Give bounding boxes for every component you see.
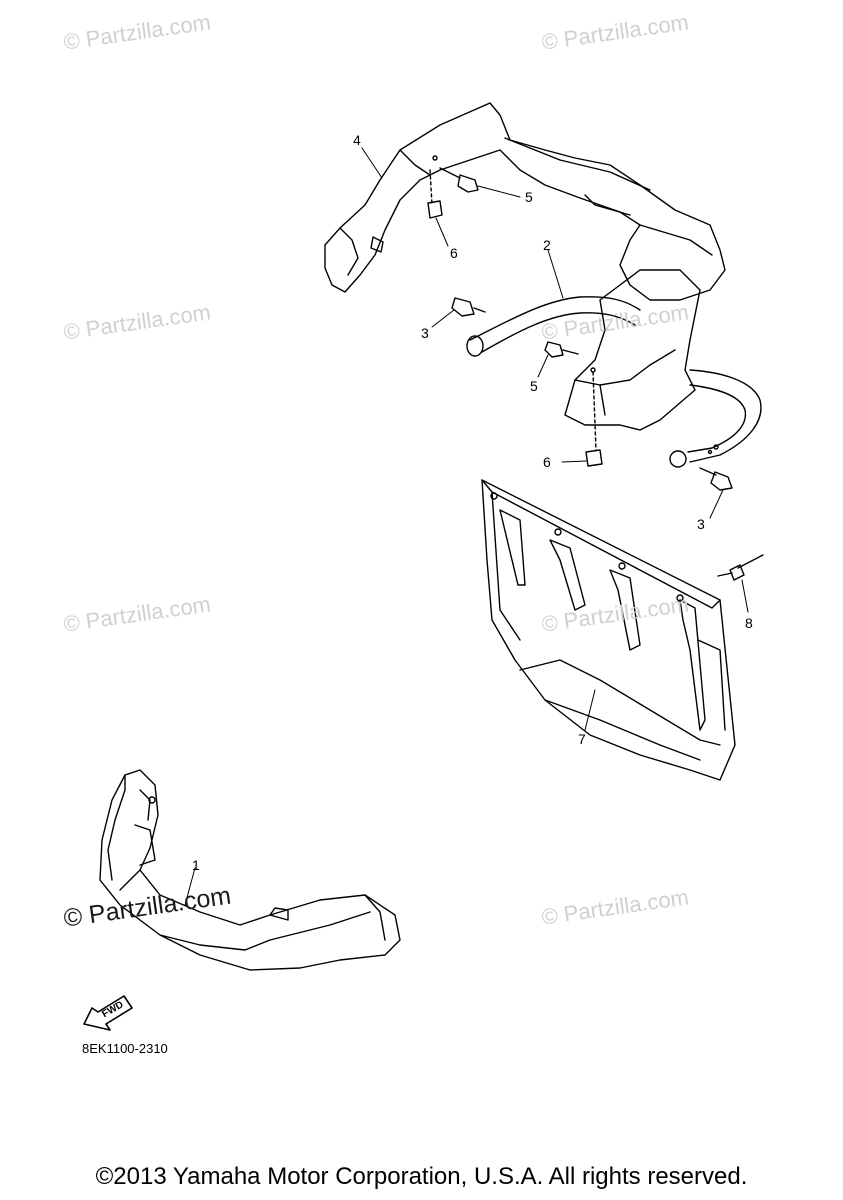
part-4-center-fairing: [564, 269, 701, 451]
diagram-code: 8EK1100-2310: [82, 1041, 168, 1056]
callout-8: 8: [745, 615, 753, 631]
callout-1: 1: [192, 857, 200, 873]
part-1-grab-bar: [99, 769, 401, 971]
fwd-arrow-icon: FWD: [83, 995, 133, 1031]
part-5-bolt-upper: [439, 167, 521, 198]
callout-6: 6: [450, 245, 458, 261]
part-2-tube-bar: [466, 249, 762, 468]
callout-2: 2: [543, 237, 551, 253]
part-4-front-guard: [324, 102, 726, 301]
part-3-bolt-left: [431, 297, 486, 328]
callout-3: 3: [697, 516, 705, 532]
callout-5: 5: [525, 189, 533, 205]
part-7-panel: [481, 479, 736, 781]
callout-5: 5: [530, 378, 538, 394]
callout-4: 4: [353, 132, 361, 148]
part-6-clip-lower: [561, 449, 603, 467]
copyright-notice: ©2013 Yamaha Motor Corporation, U.S.A. A…: [95, 1163, 748, 1190]
callout-3: 3: [421, 325, 429, 341]
part-5-bolt-lower: [537, 341, 579, 378]
callout-7: 7: [578, 731, 586, 747]
callout-6: 6: [543, 454, 551, 470]
part-8-rivet: [717, 554, 764, 613]
part-3-bolt-right: [699, 467, 733, 519]
part-6-clip-upper: [427, 200, 449, 247]
